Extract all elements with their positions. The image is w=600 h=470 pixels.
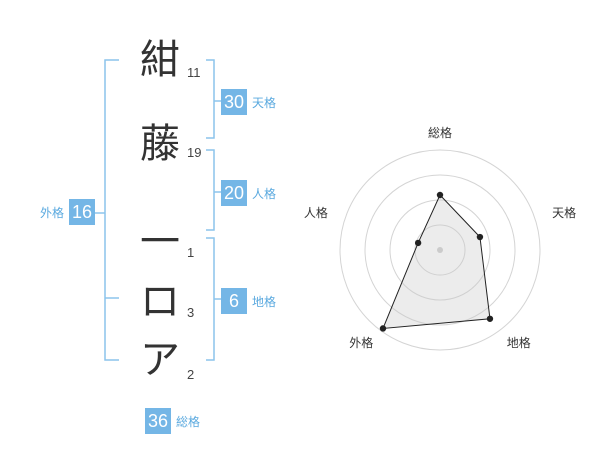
gaikaku-bracket bbox=[104, 59, 119, 361]
radar-ring bbox=[339, 149, 541, 351]
soukaku-value: 36 bbox=[145, 408, 172, 434]
tenkaku: 30 天格 bbox=[221, 89, 276, 115]
radar-axis-label-4: 外格 bbox=[349, 335, 373, 350]
name-char-2: 藤 bbox=[140, 121, 180, 167]
radar-axis-label-5: 人格 bbox=[304, 205, 328, 220]
tenkaku-label: 天格 bbox=[252, 95, 277, 110]
radar-point-4 bbox=[379, 325, 387, 332]
name-char-1: 紺 bbox=[140, 37, 180, 83]
jinkaku-bracket bbox=[206, 149, 215, 231]
gaikaku: 外格 16 bbox=[40, 199, 96, 225]
gaikaku-label: 外格 bbox=[40, 205, 65, 220]
name-char-4: ロ bbox=[140, 279, 180, 325]
radar-point-2 bbox=[476, 233, 484, 241]
radar-axis-label-3: 地格 bbox=[507, 335, 531, 350]
chikaku-value: 6 bbox=[221, 288, 247, 314]
gaikaku-value: 16 bbox=[69, 199, 96, 225]
radar-point-5 bbox=[414, 239, 422, 247]
chikaku: 6 地格 bbox=[221, 288, 276, 314]
stroke-count-4: 3 bbox=[187, 305, 195, 320]
chikaku-label: 地格 bbox=[252, 294, 277, 309]
radar-series-area bbox=[382, 194, 491, 330]
name-char-3: 一 bbox=[140, 219, 180, 265]
stroke-count-2: 19 bbox=[187, 145, 202, 160]
jinkaku-value: 20 bbox=[221, 180, 248, 206]
jinkaku: 20 人格 bbox=[221, 180, 276, 206]
stroke-count-3: 1 bbox=[187, 245, 195, 260]
stroke-count-5: 2 bbox=[187, 367, 195, 382]
radar-axis-label-2: 天格 bbox=[552, 205, 576, 220]
tenkaku-value: 30 bbox=[221, 89, 248, 115]
radar-point-3 bbox=[486, 315, 494, 322]
soukaku: 36 総格 bbox=[145, 408, 200, 434]
radar-point-1 bbox=[436, 191, 444, 199]
radar-axis-label-1: 総格 bbox=[428, 125, 452, 140]
stroke-count-1: 11 bbox=[187, 65, 201, 80]
radar-ring bbox=[364, 174, 516, 326]
radar-center bbox=[437, 247, 443, 253]
chikaku-bracket bbox=[206, 237, 215, 361]
jinkaku-label: 人格 bbox=[252, 186, 277, 201]
tenkaku-bracket bbox=[206, 59, 215, 139]
soukaku-label: 総格 bbox=[176, 414, 201, 429]
radar-ring bbox=[389, 199, 491, 301]
name-char-5: ア bbox=[140, 337, 180, 383]
